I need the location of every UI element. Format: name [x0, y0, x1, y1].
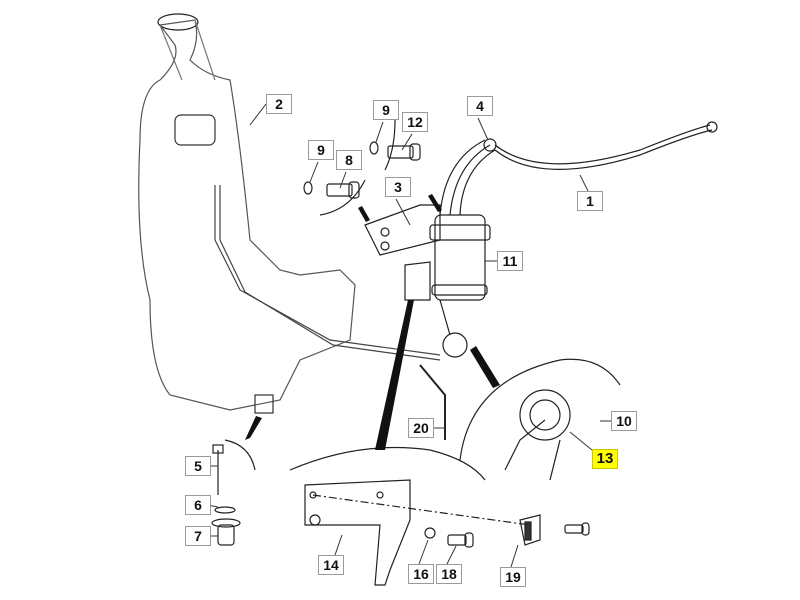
callout-12[interactable]: 12 — [402, 112, 428, 132]
callout-3[interactable]: 3 — [385, 177, 411, 197]
callout-8[interactable]: 8 — [336, 150, 362, 170]
leader-lines — [206, 103, 611, 568]
callout-18[interactable]: 18 — [436, 564, 462, 584]
callout-4[interactable]: 4 — [467, 96, 493, 116]
callout-20[interactable]: 20 — [408, 418, 434, 438]
callout-5[interactable]: 5 — [185, 456, 211, 476]
callout-14[interactable]: 14 — [318, 555, 344, 575]
callout-1[interactable]: 1 — [577, 191, 603, 211]
washer-pump-assembly — [364, 121, 718, 440]
detail-circles — [211, 358, 621, 586]
washer-reservoir-tank — [138, 13, 441, 414]
callout-19[interactable]: 19 — [500, 567, 526, 587]
fasteners-top — [303, 119, 421, 216]
callout-9[interactable]: 9 — [308, 140, 334, 160]
callout-7[interactable]: 7 — [185, 526, 211, 546]
callout-2[interactable]: 2 — [266, 94, 292, 114]
callout-10[interactable]: 10 — [611, 411, 637, 431]
callout-9[interactable]: 9 — [373, 100, 399, 120]
pointer-wedges — [245, 194, 500, 450]
callout-13-highlighted[interactable]: 13 — [592, 449, 618, 469]
callout-11[interactable]: 11 — [497, 251, 523, 271]
callout-6[interactable]: 6 — [185, 495, 211, 515]
callout-16[interactable]: 16 — [408, 564, 434, 584]
